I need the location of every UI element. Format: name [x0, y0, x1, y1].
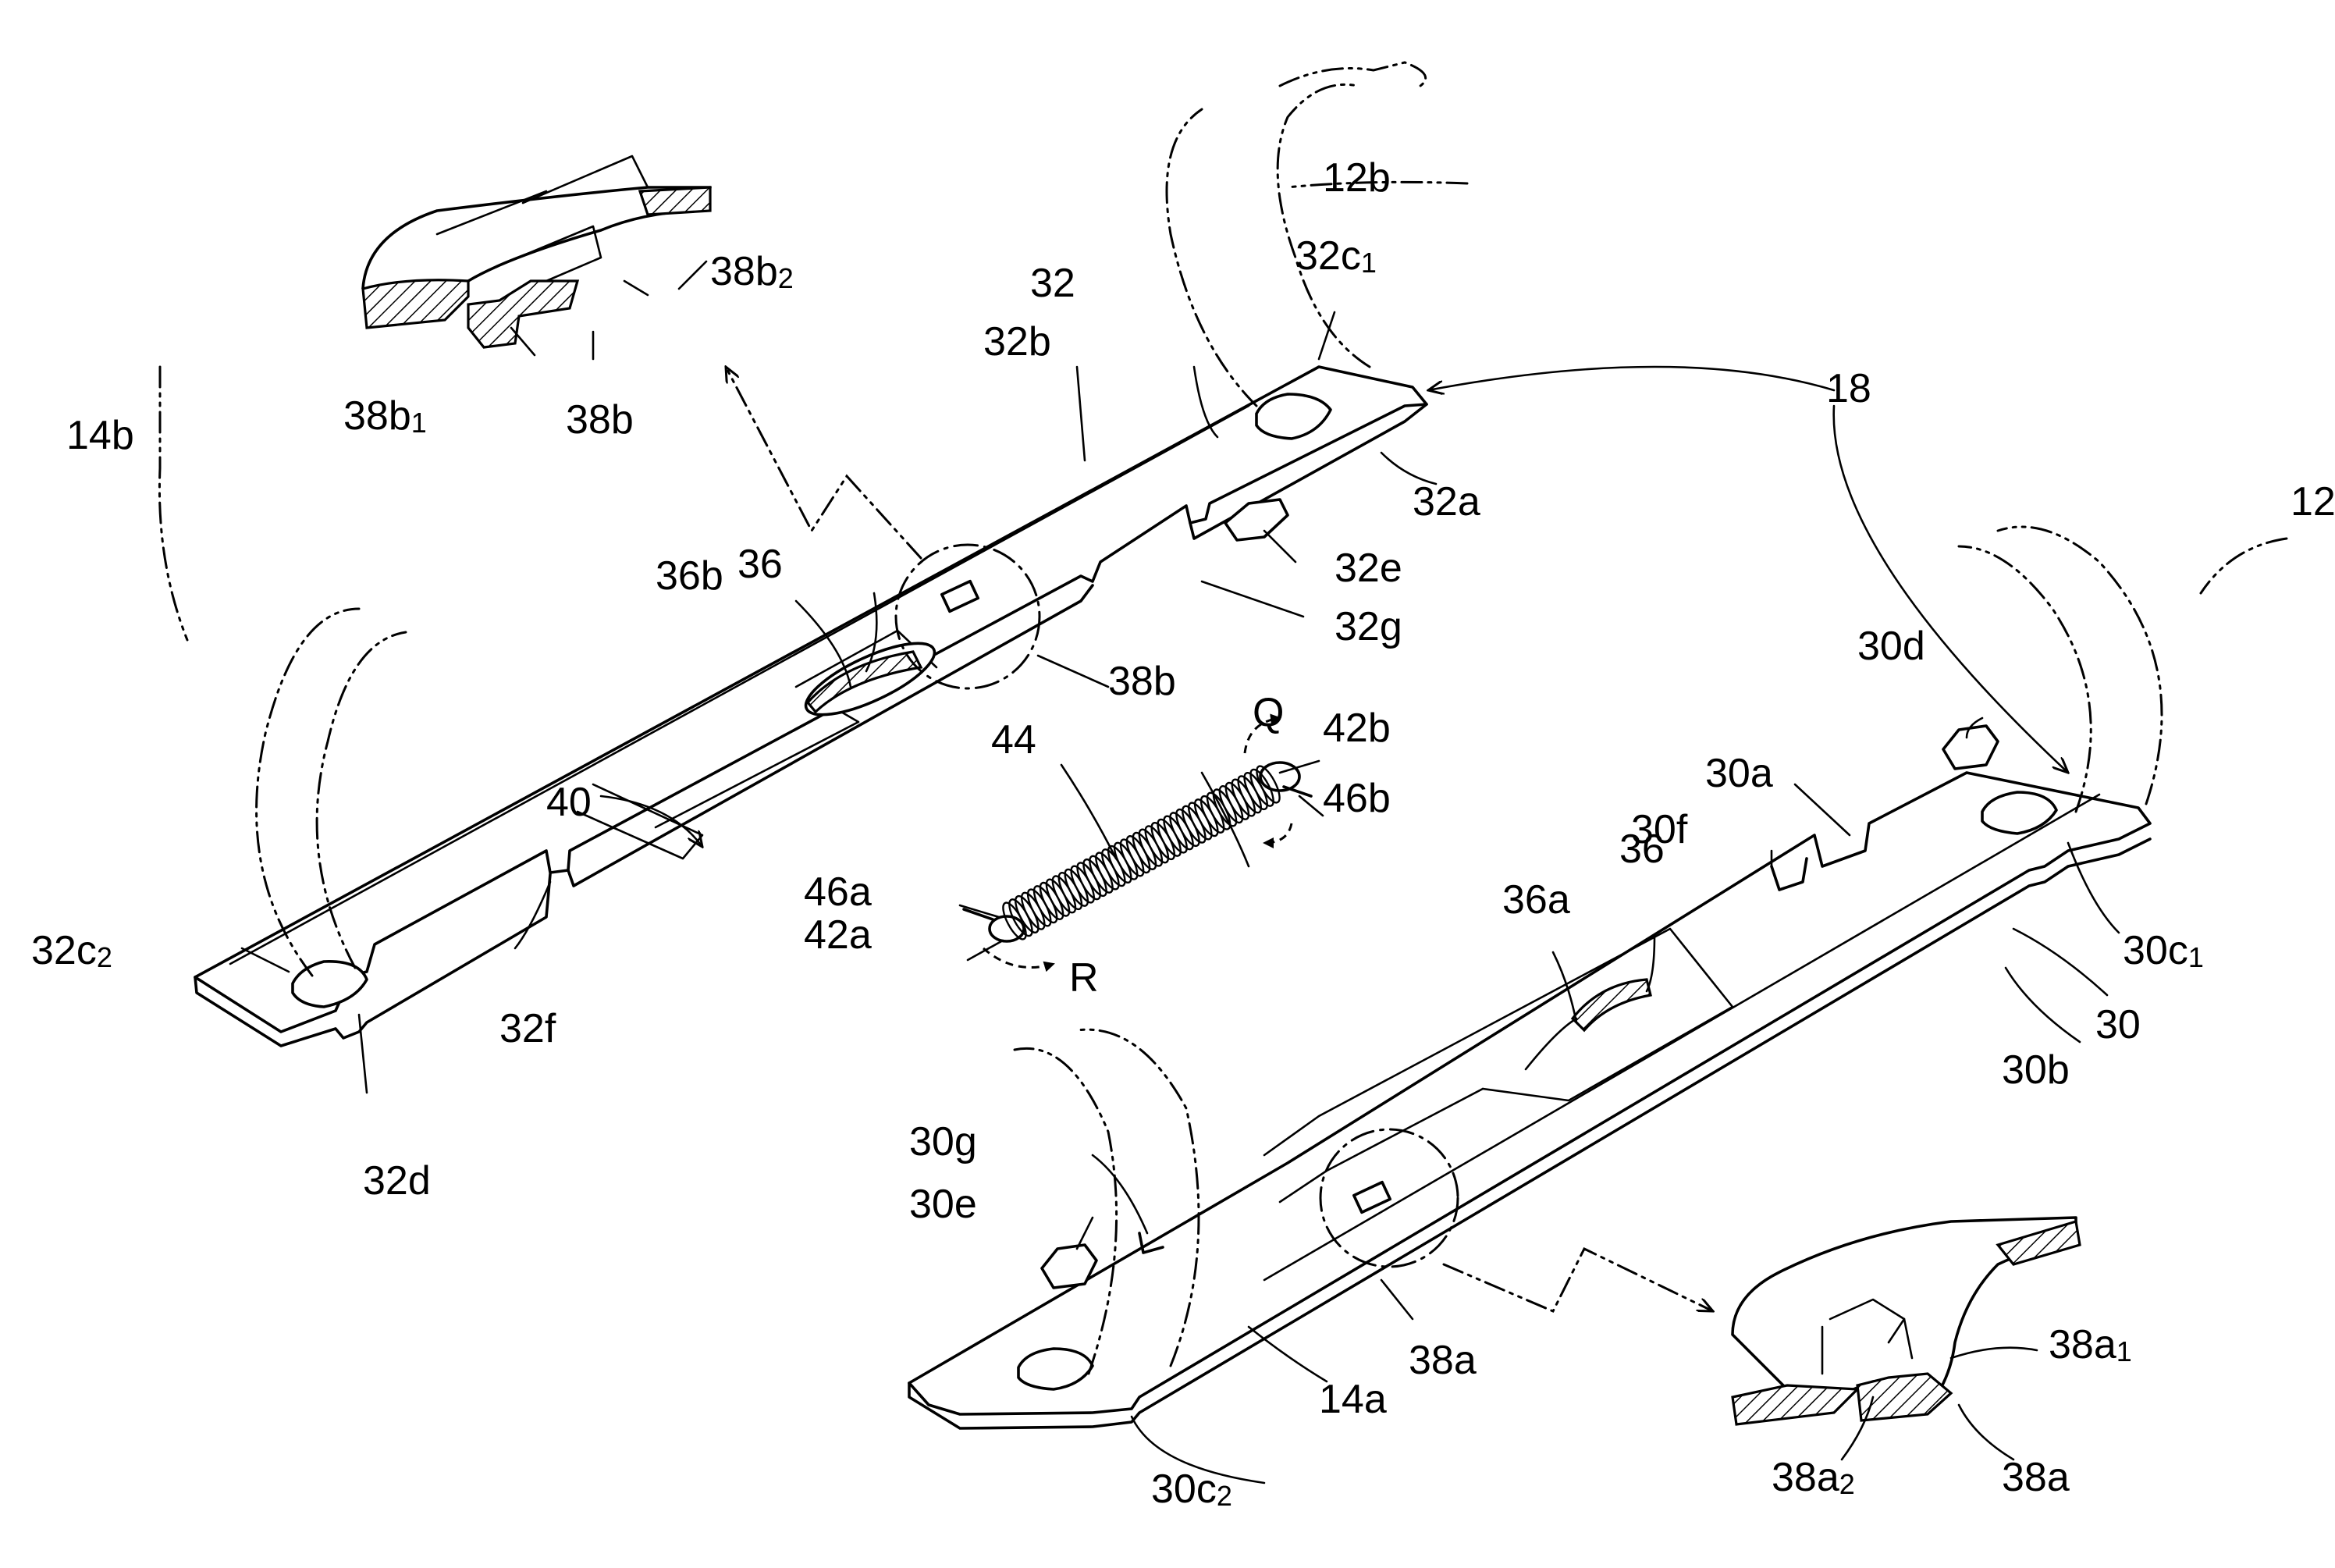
label-36a: 36a	[1502, 877, 1570, 923]
label-R: R	[1069, 955, 1099, 1001]
label-30c1: 30c1	[2123, 928, 2204, 973]
label-Q: Q	[1253, 690, 1284, 735]
label-30a: 30a	[1705, 751, 1773, 796]
label-32c1: 32c1	[1295, 233, 1377, 279]
label-40: 40	[546, 780, 592, 825]
label-36-lower: 36	[1619, 827, 1665, 872]
label-32c2: 32c2	[31, 928, 112, 973]
label-38a-detail: 38a	[2002, 1455, 2070, 1500]
label-38a1: 38a1	[2049, 1322, 2132, 1367]
label-12a: 12a	[2291, 479, 2335, 524]
label-38b2: 38b2	[710, 249, 794, 294]
label-32d: 32d	[363, 1158, 431, 1204]
label-38b-detail: 38b	[566, 397, 634, 443]
label-32a: 32a	[1413, 479, 1480, 524]
plate-30	[909, 726, 2150, 1428]
label-32b: 32b	[983, 319, 1051, 364]
label-30e: 30e	[909, 1182, 977, 1227]
label-38b: 38b	[1108, 659, 1176, 704]
label-30g: 30g	[909, 1119, 977, 1164]
label-38a2: 38a2	[1772, 1455, 1855, 1500]
label-14a: 14a	[1319, 1377, 1387, 1422]
label-38b1: 38b1	[343, 393, 427, 439]
label-46b: 46b	[1323, 776, 1391, 821]
detail-38b	[363, 156, 710, 347]
label-32e: 32e	[1335, 546, 1402, 591]
label-32f: 32f	[499, 1006, 556, 1051]
label-36-upper: 36	[737, 542, 783, 587]
label-32g: 32g	[1335, 604, 1402, 649]
label-44: 44	[991, 717, 1036, 763]
label-30: 30	[2095, 1002, 2141, 1047]
label-42b: 42b	[1323, 706, 1391, 751]
label-38a: 38a	[1409, 1338, 1477, 1383]
label-30b: 30b	[2002, 1047, 2070, 1093]
detail-38a	[1733, 1218, 2080, 1424]
label-12b: 12b	[1323, 155, 1391, 201]
label-32: 32	[1030, 261, 1075, 306]
label-14b: 14b	[66, 413, 134, 458]
label-18: 18	[1826, 366, 1871, 411]
label-42a: 42a	[804, 912, 872, 958]
label-36b: 36b	[656, 553, 723, 599]
label-46a: 46a	[804, 869, 872, 915]
label-30d: 30d	[1857, 624, 1925, 669]
